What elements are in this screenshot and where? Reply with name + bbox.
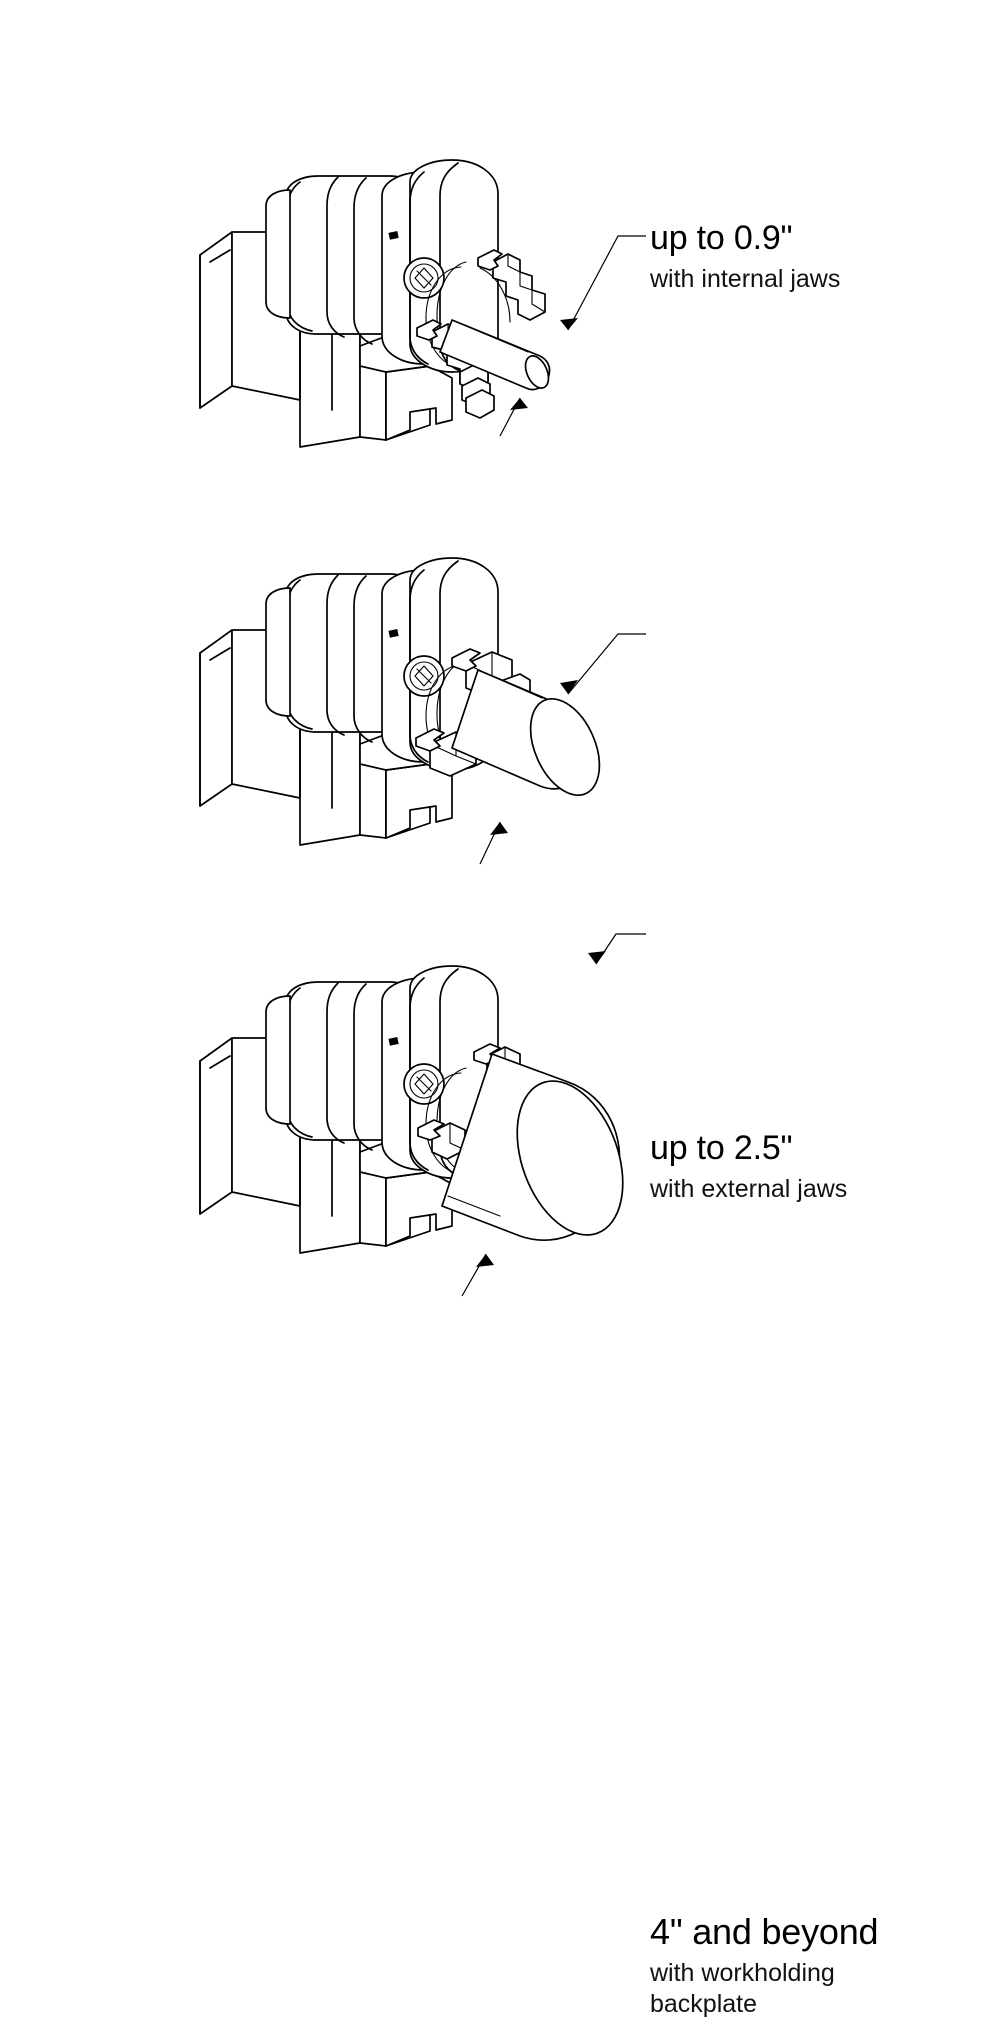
chuck-key-socket bbox=[403, 257, 445, 299]
chuck-key-socket bbox=[403, 655, 445, 697]
callout-external-jaws: up to 2.5" with external jaws bbox=[650, 1128, 847, 1205]
callout-leader-backplate bbox=[461, 933, 646, 1297]
workpiece-cylinder-large bbox=[441, 1053, 624, 1241]
callout-internal-jaws: up to 0.9" with internal jaws bbox=[650, 218, 840, 295]
chuck-body bbox=[381, 557, 499, 771]
callout-subtitle-internal: with internal jaws bbox=[650, 265, 841, 293]
callout-leader-external bbox=[479, 633, 646, 865]
callout-backplate: 4" and beyond with workholding backplate bbox=[650, 1911, 879, 2020]
callout-leader-internal bbox=[499, 235, 646, 437]
workpiece-bar bbox=[439, 319, 551, 391]
callout-title-backplate: 4" and beyond bbox=[650, 1911, 879, 1952]
capacity-panel-external-jaws: up to 2.5" with external jaws bbox=[0, 512, 994, 1203]
capacity-panel-backplate: 4" and beyond with workholding backplate bbox=[0, 906, 994, 2018]
callout-subtitle-external: with external jaws bbox=[650, 1175, 848, 1203]
capacity-panel-internal-jaws: up to 0.9" with internal jaws bbox=[0, 0, 994, 512]
callout-subtitle-backplate-line1: with workholding bbox=[650, 1959, 835, 1987]
callout-subtitle-backplate-line2: backplate bbox=[650, 1990, 758, 2018]
lathe-figure-external-jaws bbox=[199, 557, 646, 865]
callout-title-external: up to 2.5" bbox=[650, 1129, 793, 1167]
lathe-figure-internal-jaws bbox=[199, 159, 646, 448]
lathe-figure-backplate bbox=[199, 933, 646, 1297]
workpiece-cylinder-medium bbox=[451, 669, 601, 797]
callout-title-internal: up to 0.9" bbox=[650, 219, 793, 257]
chuck-key-socket bbox=[403, 1063, 445, 1105]
